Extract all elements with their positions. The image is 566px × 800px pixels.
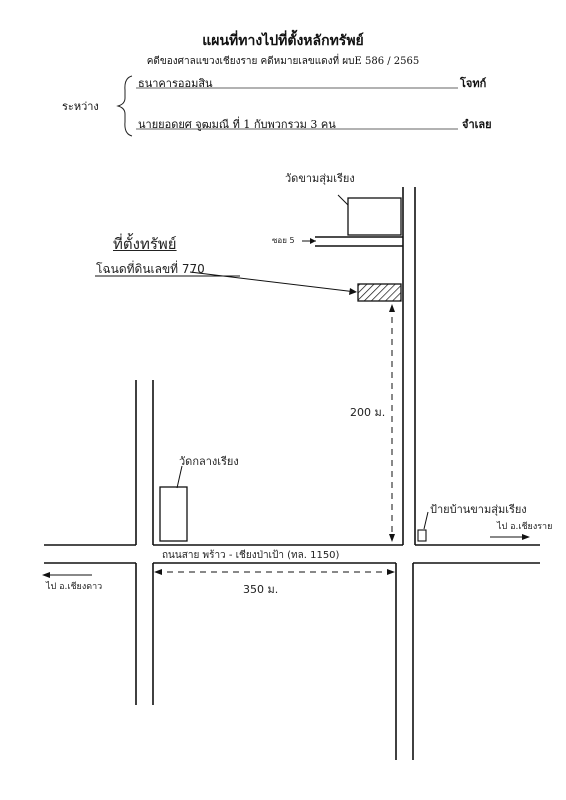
defendant-name: นายยอดยศ จูฒมณี ที่ 1 กับพวกรวม 3 คน <box>138 118 336 131</box>
temple-north-label: วัดขามสุ่มเรียง <box>285 172 355 185</box>
between-label: ระหว่าง <box>62 100 99 113</box>
road-name: ถนนสาย พร้าว - เชียงป่าเป้า (ทล. 1150) <box>162 550 340 561</box>
to-left-label: ไป อ.เชียงดาว <box>46 582 103 592</box>
defendant-role: จำเลย <box>462 118 492 131</box>
property-pointer <box>189 271 357 293</box>
property-plot <box>357 283 402 302</box>
bus-sign-box <box>417 529 427 542</box>
temple-north-plot <box>347 197 402 236</box>
plaintiff-name: ธนาคารออมสิน <box>138 77 213 90</box>
temple-mid-plot <box>159 486 188 542</box>
soi-label: ซอย 5 <box>272 236 295 245</box>
temple-mid-label: วัดกลางเรียง <box>179 455 239 468</box>
case-number-line: คดีของศาลแขวงเชียงราย คดีหมายเลขแดงที่ ผ… <box>146 56 420 67</box>
property-deed: โฉนดที่ดินเลขที่ 770 <box>96 262 205 276</box>
dist-road-label: 350 ม. <box>243 583 279 596</box>
property-heading: ที่ตั้งทรัพย์ <box>113 235 177 253</box>
plaintiff-role: โจทก์ <box>460 77 487 90</box>
temple-mid-arrow <box>176 465 183 489</box>
party-brace <box>116 75 133 137</box>
bus-sign-label: ป้ายบ้านขามสุ่มเรียง <box>430 503 527 516</box>
bus-sign-arrow <box>423 511 429 530</box>
temple-north-arrow <box>337 194 349 206</box>
page-title: แผนที่ทางไปที่ตั้งหลักทรัพย์ <box>202 33 364 49</box>
dist-north-label: 200 ม. <box>350 406 386 419</box>
to-right-label: ไป อ.เชียงราย <box>497 522 553 532</box>
